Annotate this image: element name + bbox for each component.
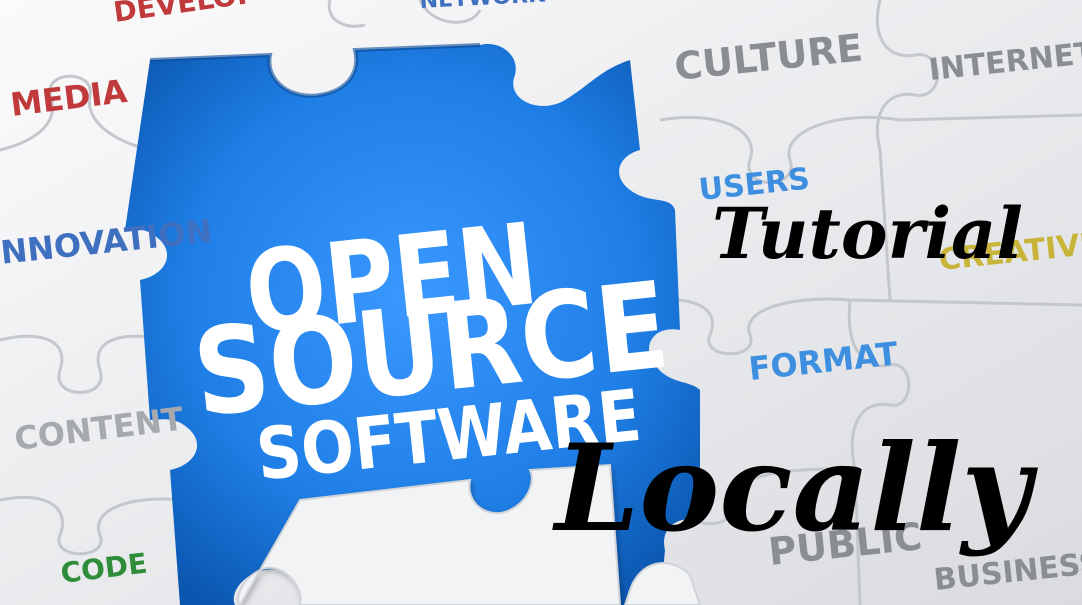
piece-tab bbox=[623, 562, 702, 605]
overlay-locally: Locally bbox=[552, 418, 1038, 559]
title-open: OPEN bbox=[240, 200, 544, 360]
hole-edge-shadow bbox=[149, 43, 481, 98]
puzzle-hole bbox=[125, 44, 700, 605]
overlay-tutorial: Tutorial bbox=[712, 192, 1023, 275]
loose-piece bbox=[237, 463, 622, 605]
